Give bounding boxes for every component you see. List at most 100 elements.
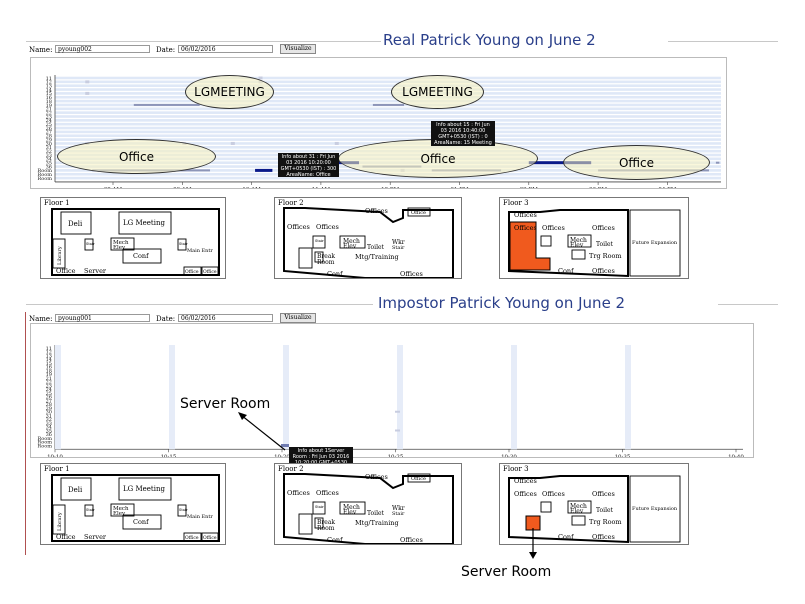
y-tick-label: 25 — [46, 391, 52, 397]
date-label: Date: — [156, 315, 176, 323]
room-label: Mech — [570, 237, 587, 244]
y-tick-label: Room — [37, 176, 52, 182]
room-label: Offices — [316, 223, 339, 231]
grid-row — [55, 88, 721, 91]
y-tick-label: 35 — [46, 428, 52, 434]
floor-title: Floor 2 — [278, 199, 304, 207]
y-tick-label: 21 — [46, 107, 52, 113]
floor-title: Floor 1 — [44, 199, 70, 207]
room-label: Toilet — [596, 241, 614, 248]
y-tick-label: 30 — [46, 410, 52, 416]
y-tick-label: 36 — [46, 164, 52, 170]
event-ellipse: Office — [563, 145, 710, 180]
grid-row — [55, 107, 721, 111]
grid-row — [55, 76, 721, 80]
room-label: LG Meeting — [123, 485, 165, 493]
y-tick-label: 36 — [46, 432, 52, 438]
x-tick-label: 10:30 — [501, 454, 517, 457]
room-label: Break — [317, 253, 335, 260]
y-tick-label: 22 — [46, 380, 52, 386]
grid-row — [55, 138, 721, 141]
grid-row — [55, 130, 721, 134]
room-label: Mtg/Training — [355, 519, 399, 527]
room-label: Offices — [365, 473, 388, 481]
y-tick-label: 12 — [46, 80, 52, 86]
room-deli — [60, 477, 92, 501]
annotation-server-room: Server Room — [180, 396, 271, 412]
room-label: Library — [57, 246, 63, 265]
room-stair — [540, 235, 552, 247]
room-label: Elev — [570, 242, 584, 249]
tooltip-meeting: Info about 15 : Fri Jun 03 2016 10:40:00… — [431, 121, 495, 146]
room-label: Office — [56, 533, 76, 541]
room-label: Toilet — [367, 510, 385, 517]
y-tick-label: 32 — [46, 149, 52, 155]
room-lg-meeting — [118, 211, 172, 235]
y-tick-label: 23 — [46, 383, 52, 389]
visualize-button[interactable]: Visualize — [280, 44, 316, 54]
name-input[interactable]: pyoung001 — [55, 314, 150, 322]
event-ellipse: LGMEETING — [391, 75, 484, 109]
room-lg-meeting — [118, 477, 172, 501]
name-input[interactable]: pyoung002 — [55, 45, 150, 53]
room-label: Offices — [365, 207, 388, 215]
room-stair — [312, 235, 326, 249]
room-label: Offices — [542, 224, 565, 232]
y-tick-label: 34 — [46, 425, 52, 431]
date-input[interactable]: 06/02/2016 — [178, 45, 273, 53]
room-label: Deli — [68, 486, 83, 494]
room-mech — [567, 500, 592, 514]
floor-outline — [508, 475, 629, 544]
event-bar — [372, 103, 405, 106]
grid-row — [55, 134, 721, 138]
room-label: Elev — [570, 508, 584, 515]
y-tick-label: 16 — [46, 365, 52, 371]
y-tick-label: Room — [37, 168, 52, 174]
room-stair — [540, 501, 552, 513]
name-label: Name: — [29, 46, 53, 54]
room-label: Break — [317, 519, 335, 526]
room-mech — [110, 237, 135, 251]
y-tick-label: 26 — [46, 395, 52, 401]
floor-outline — [283, 207, 454, 279]
y-tick-label: 27 — [46, 130, 52, 136]
room-label: Mech — [113, 506, 129, 512]
visualize-button[interactable]: Visualize — [280, 313, 316, 323]
x-tick-label: 09 AM — [173, 187, 192, 188]
room-label: Library — [57, 512, 63, 531]
y-tick-label: 34 — [46, 157, 52, 163]
divider — [668, 41, 778, 42]
room-office — [201, 532, 219, 542]
room-conf — [122, 514, 162, 530]
room-mech — [339, 235, 366, 249]
room-label: Mech — [343, 504, 360, 511]
room-office — [183, 532, 202, 542]
room-label: Elev — [113, 245, 126, 251]
room-stair — [84, 238, 94, 251]
room-label: Stair — [179, 242, 188, 246]
event-marker — [230, 141, 235, 145]
room-label: Wkr — [392, 239, 405, 246]
room-label: Offices — [592, 267, 615, 275]
room-label: Elev — [343, 509, 357, 516]
date-input[interactable]: 06/02/2016 — [178, 314, 273, 322]
room-label: Offices — [514, 224, 537, 232]
x-tick-label: 01 PM — [450, 187, 468, 188]
room-label: Future Expansion — [632, 240, 678, 246]
y-tick-label: 22 — [46, 110, 52, 116]
room-label: Conf — [558, 267, 574, 275]
event-marker — [85, 91, 90, 95]
y-tick-label: 32 — [46, 417, 52, 423]
sample-column — [283, 345, 289, 450]
x-tick-label: 10:20 — [274, 454, 290, 457]
room-library — [52, 238, 66, 269]
room-label: Server — [84, 533, 107, 541]
room-label: Mtg/Training — [355, 253, 399, 261]
grid-row — [55, 92, 721, 95]
room-label: Room — [317, 259, 335, 266]
